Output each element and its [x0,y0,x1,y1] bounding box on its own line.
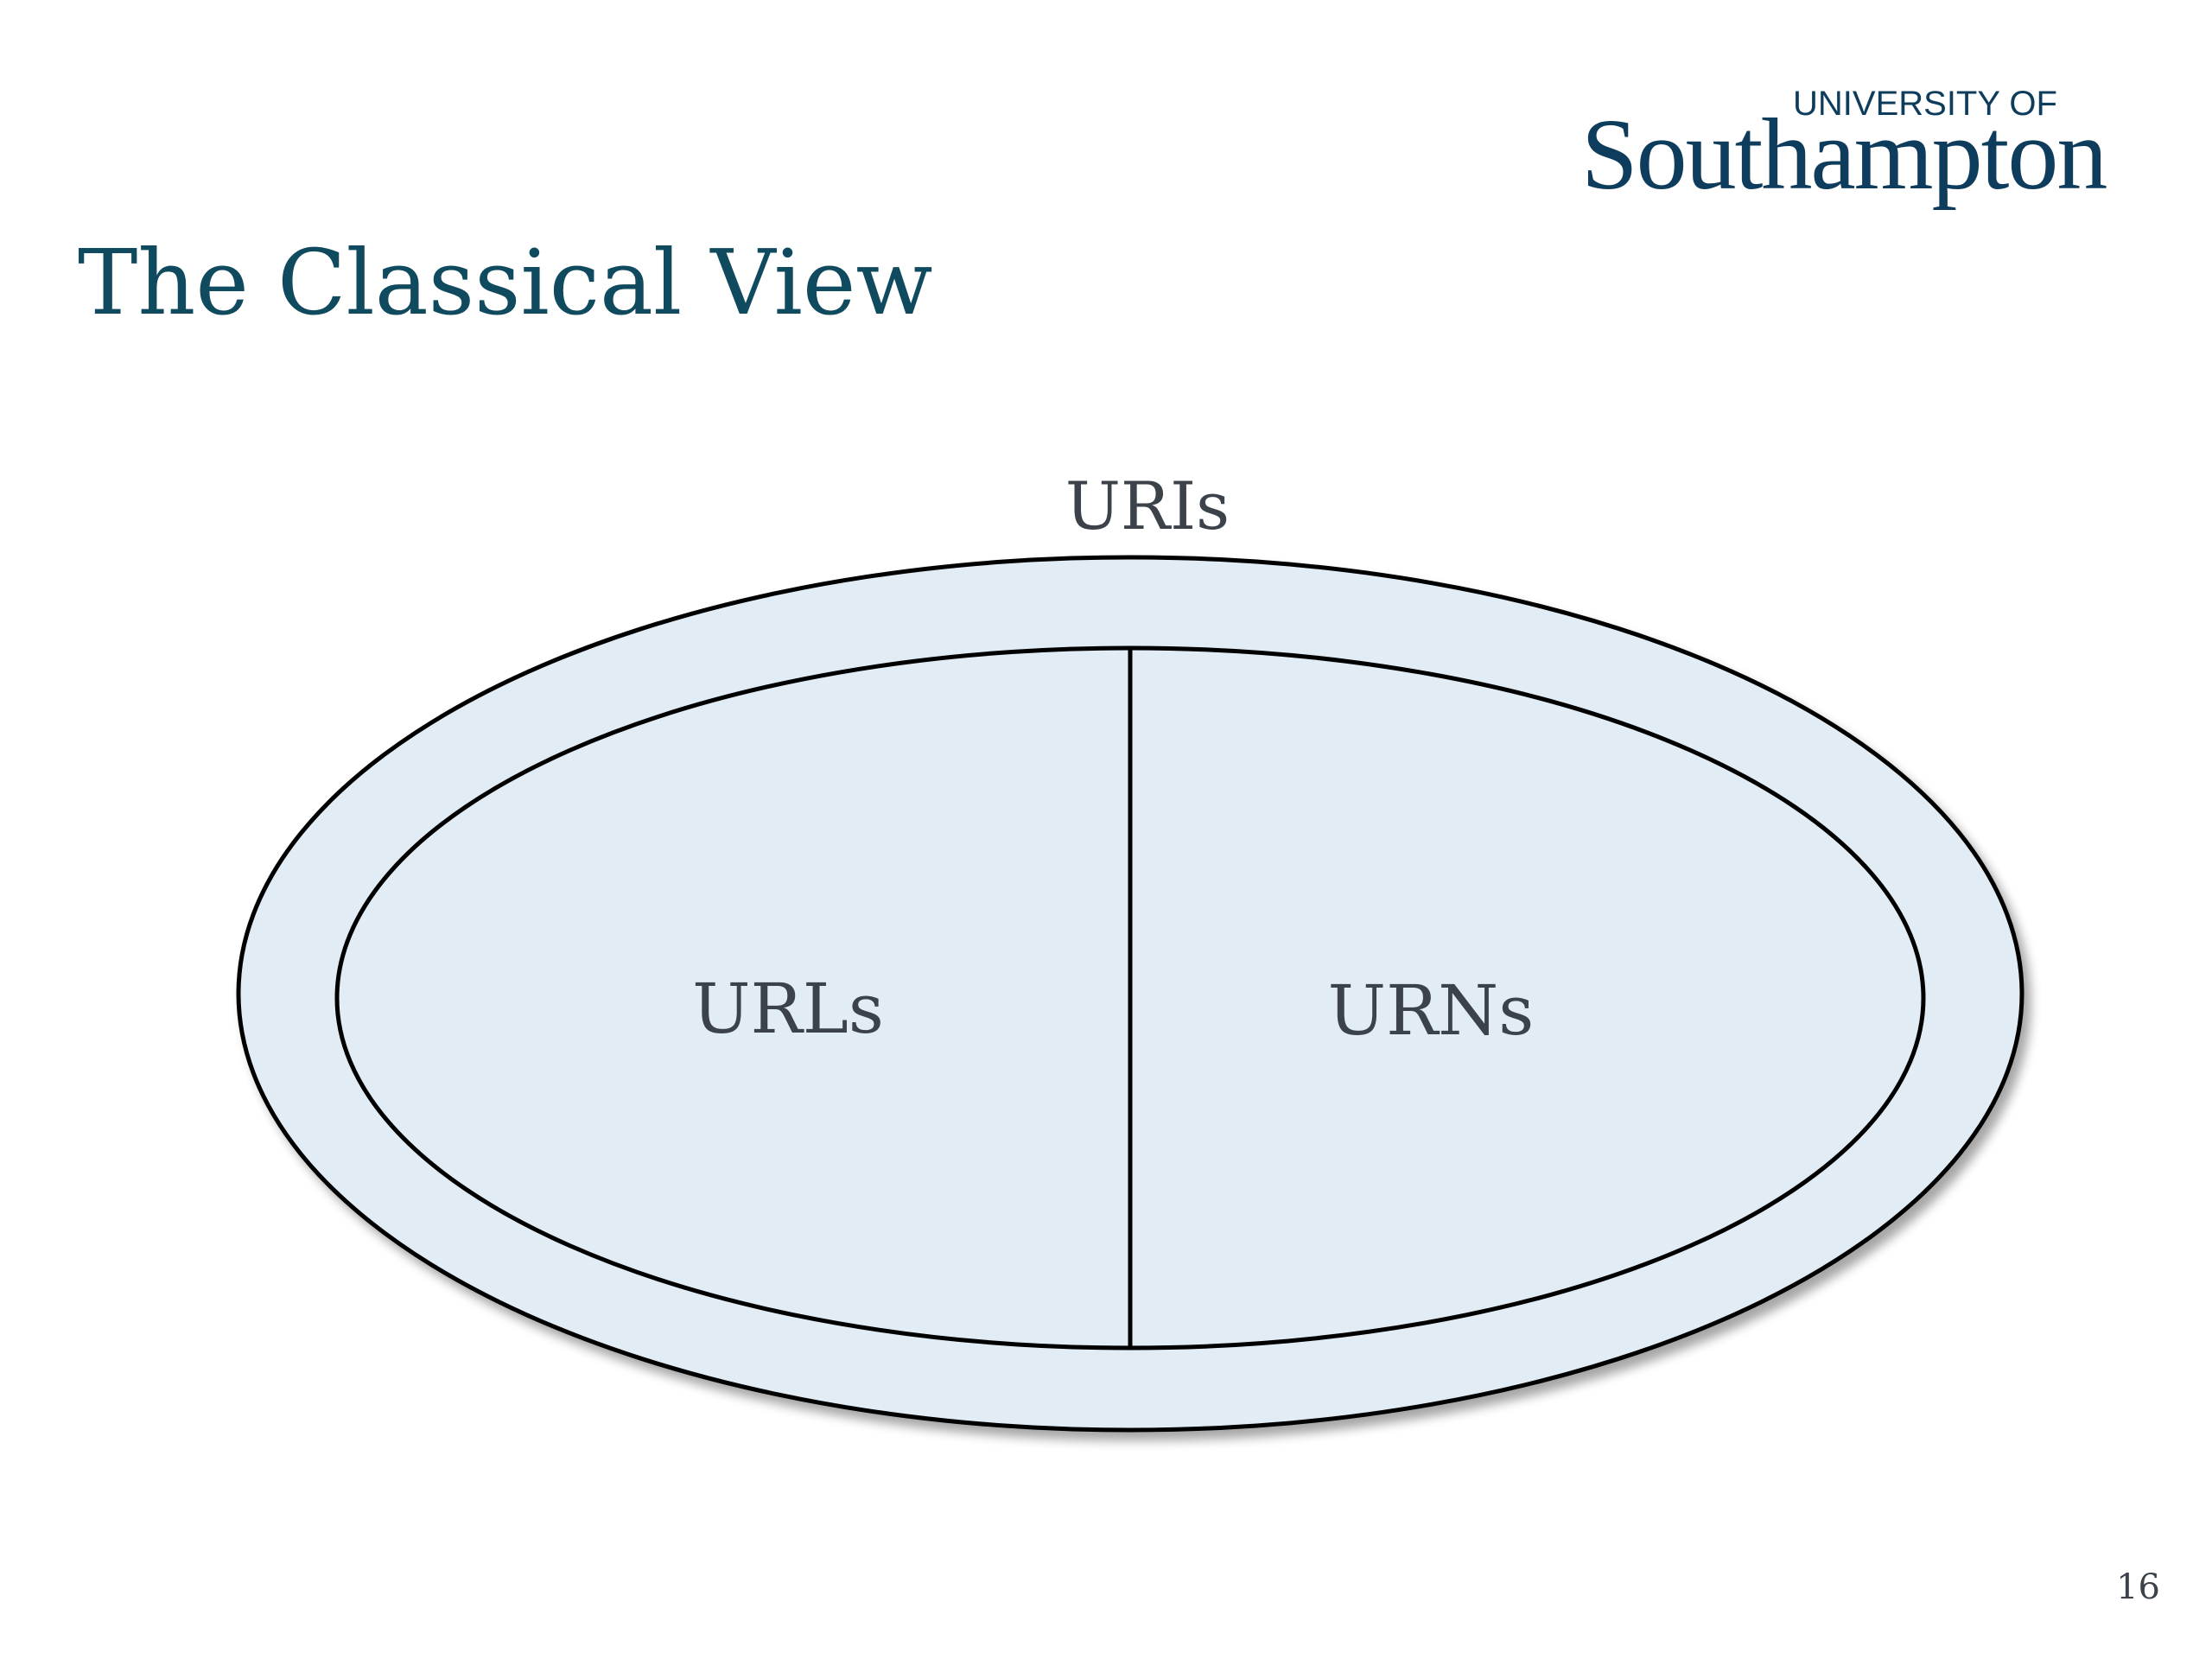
logo-university-of: UNIVERSITY OF [1793,85,2057,123]
university-logo: UNIVERSITY OF Southampton [1581,86,2134,216]
urls-label: URLs [692,969,884,1049]
slide-title: The Classical View [78,230,933,335]
page-number: 16 [2116,1567,2160,1607]
logo-southampton: Southampton [1581,98,2107,211]
urns-label: URNs [1328,970,1535,1051]
uris-label: URIs [1065,467,1230,544]
